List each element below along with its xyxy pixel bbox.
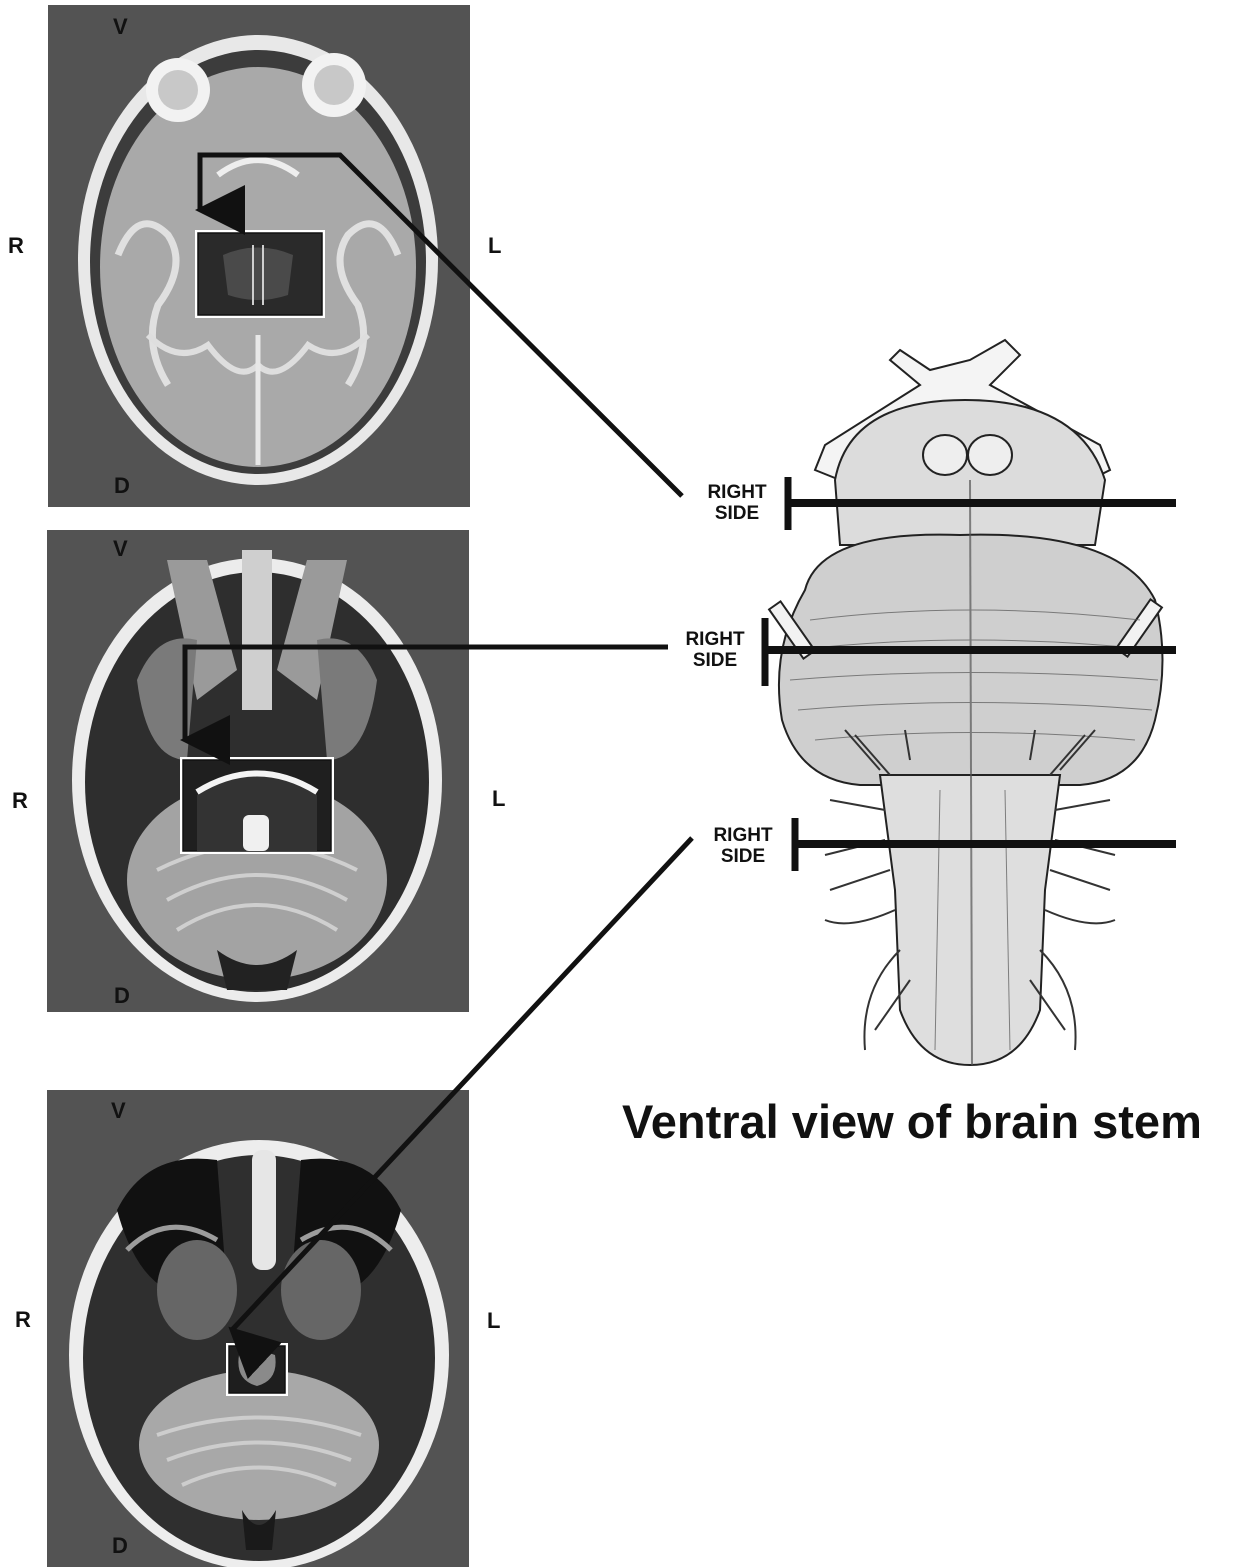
right-label: R — [8, 235, 24, 257]
dorsal-label: D — [112, 1535, 128, 1557]
right-label: R — [12, 790, 28, 812]
right-side-line1: RIGHT — [672, 629, 758, 650]
mri-panel-midbrain — [48, 5, 470, 507]
left-label: L — [488, 235, 501, 257]
right-side-label-midbrain: RIGHT SIDE — [694, 482, 780, 524]
mri-panel-pons — [47, 530, 469, 1012]
dorsal-label: D — [114, 475, 130, 497]
right-side-line2: SIDE — [672, 650, 758, 671]
right-side-line2: SIDE — [694, 503, 780, 524]
left-label: L — [492, 788, 505, 810]
mri-scan-midbrain — [48, 5, 470, 507]
mri-panel-medulla — [47, 1090, 469, 1567]
right-side-line1: RIGHT — [700, 825, 786, 846]
ventral-label: V — [113, 16, 128, 38]
mri-scan-pons — [47, 530, 469, 1012]
figure-caption: Ventral view of brain stem — [622, 1094, 1202, 1149]
dorsal-label: D — [114, 985, 130, 1007]
right-label: R — [15, 1309, 31, 1331]
right-side-label-medulla: RIGHT SIDE — [700, 825, 786, 867]
right-side-label-pons: RIGHT SIDE — [672, 629, 758, 671]
brain-stem-drawing — [760, 330, 1180, 1075]
ventral-label: V — [111, 1100, 126, 1122]
right-side-line1: RIGHT — [694, 482, 780, 503]
left-label: L — [487, 1310, 500, 1332]
ventral-label: V — [113, 538, 128, 560]
right-side-line2: SIDE — [700, 846, 786, 867]
mri-scan-medulla — [47, 1090, 469, 1567]
